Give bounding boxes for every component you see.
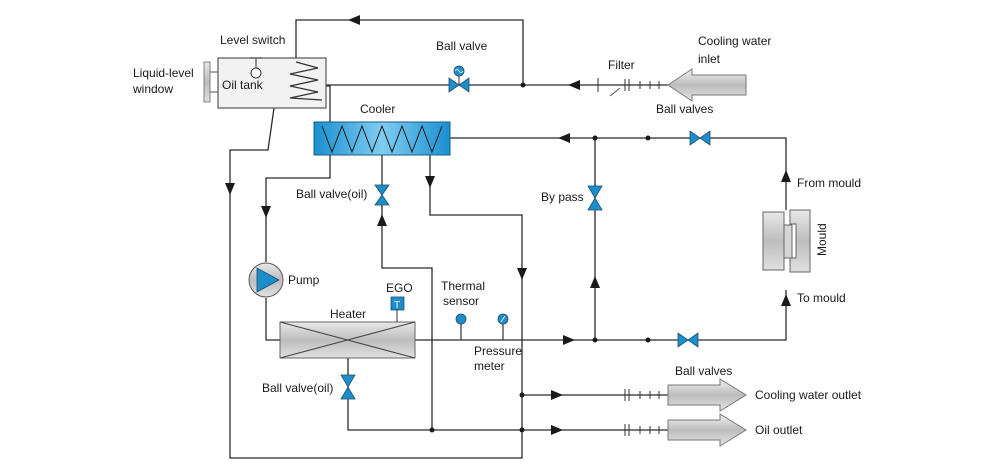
ball-valve-top [448, 65, 470, 93]
flow-arrow-valve-up [377, 214, 387, 226]
flow-arrow-tank-down [225, 183, 235, 195]
flow-arrow-to-cooler [558, 133, 570, 143]
from-mould-label: From mould [797, 176, 861, 190]
ego-symbol: T [394, 300, 400, 311]
oil-outlet-arrow [667, 413, 747, 447]
liquid-level-window-label-line1: Liquid-level [133, 66, 194, 80]
flow-arrow-main-right [563, 335, 575, 345]
cooler [313, 121, 451, 156]
cooling-water-outlet-arrow [667, 378, 747, 412]
ball-valve-oil-lower [340, 374, 356, 400]
ball-valves-bottom-label: Ball valves [675, 364, 732, 378]
cooling-water-inlet-label-line2: inlet [698, 52, 721, 66]
heater-label: Heater [330, 307, 366, 321]
flow-arrow-right-down [517, 268, 527, 280]
liquid-level-window-label-line2: window [132, 82, 173, 96]
liquid-level-window [203, 61, 218, 103]
flow-arrow-pump-down [261, 206, 271, 218]
flow-arrow-to-mould [781, 294, 791, 306]
ball-valve-oil-upper [374, 184, 390, 206]
mould-label: Mould [815, 223, 829, 256]
outlet-fittings [624, 389, 660, 436]
filter [597, 78, 660, 97]
ball-valve-top-label: Ball valve [436, 39, 488, 53]
flow-arrow-cooler-down [425, 176, 435, 188]
cooling-water-inlet-arrow [667, 68, 747, 102]
oil-outlet-label: Oil outlet [755, 423, 803, 437]
ball-valves-top-label: Ball valves [656, 102, 713, 116]
junction-dots [429, 82, 651, 433]
pressure-meter-label-line1: Pressure [474, 344, 522, 358]
flow-arrow-oil-outlet [551, 425, 563, 435]
level-switch-label: Level switch [220, 33, 285, 47]
cooler-label: Cooler [360, 102, 395, 116]
flow-arrow-cw-outlet [551, 390, 563, 400]
ball-valve-oil-upper-label: Ball valve(oil) [296, 187, 367, 201]
bypass-valve [587, 185, 603, 211]
ego-thermostat: T [390, 296, 405, 322]
ball-valve-main [677, 332, 699, 348]
filter-label: Filter [608, 58, 635, 72]
cooling-water-outlet-label: Cooling water outlet [755, 388, 862, 402]
pressure-meter-label-line2: meter [474, 359, 505, 373]
ball-valve-return [689, 130, 711, 146]
mould [762, 209, 811, 273]
thermal-sensor-label-line2: sensor [443, 294, 479, 308]
cooling-water-inlet-label-line1: Cooling water [698, 34, 771, 48]
flow-arrows [225, 15, 791, 435]
ego-label: EGO [386, 281, 413, 295]
thermal-sensor [455, 313, 467, 340]
pump [248, 262, 284, 298]
oil-tank-label: Oil tank [222, 78, 264, 92]
flow-arrow-bypass-up [590, 276, 600, 288]
flow-arrow-from-mould [781, 170, 791, 182]
ball-valve-oil-lower-label: Ball valve(oil) [262, 381, 333, 395]
oil-tank: Oil tank [217, 57, 327, 109]
pump-label: Pump [288, 273, 320, 287]
thermal-sensor-label-line1: Thermal [441, 279, 485, 293]
heater [279, 321, 416, 359]
flow-arrow-inlet [568, 80, 580, 90]
pressure-meter [497, 313, 509, 340]
bypass-label: By pass [541, 190, 584, 204]
flow-arrow-top-left [348, 15, 360, 25]
to-mould-label: To mould [797, 291, 846, 305]
